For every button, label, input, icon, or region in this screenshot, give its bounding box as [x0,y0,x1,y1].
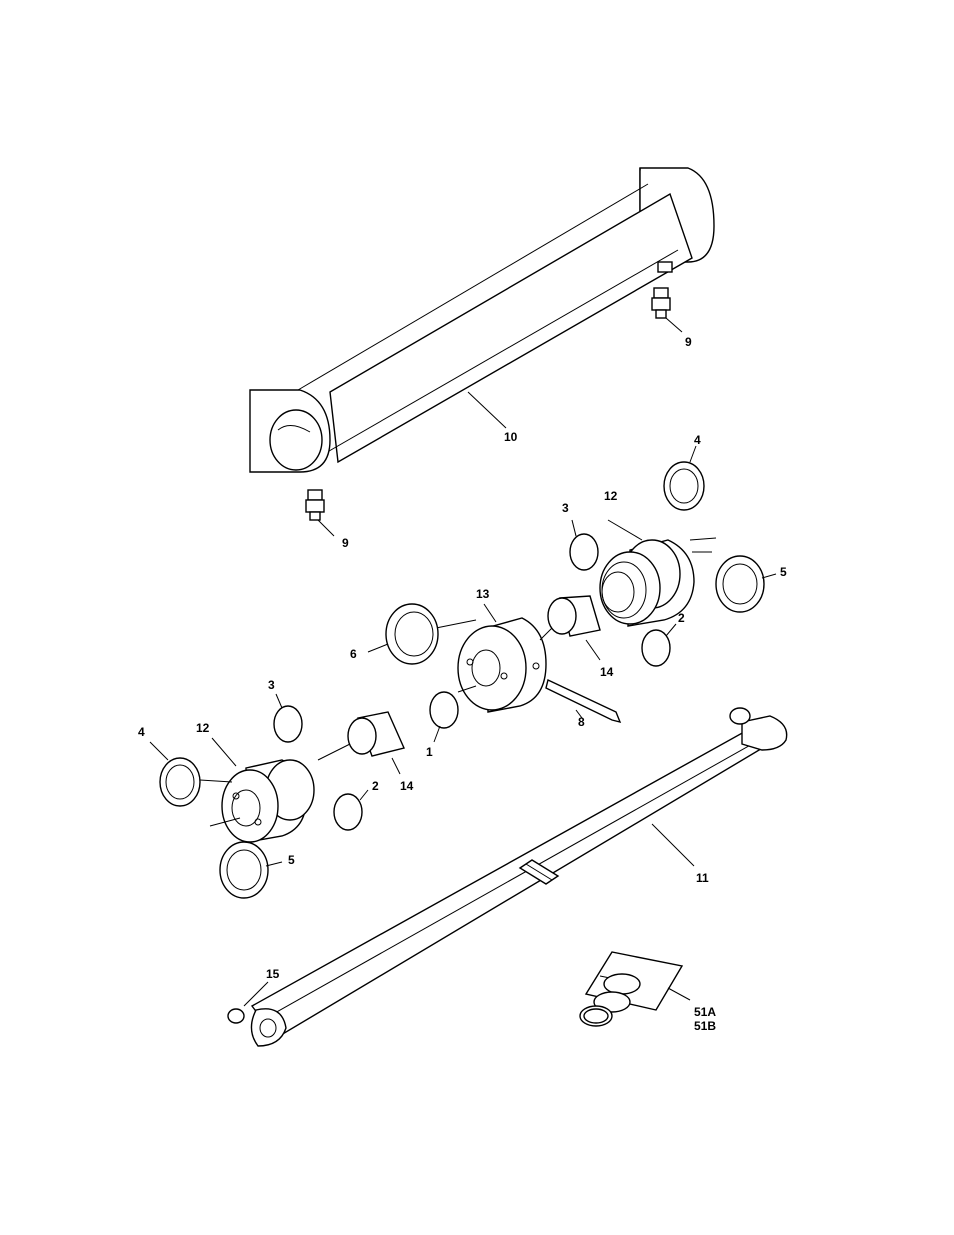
callout-8: 8 [578,715,585,729]
o-ring-left-3 [274,694,302,742]
callout-6: 6 [350,647,357,661]
callout-9-top: 9 [685,335,692,349]
callout-51a: 51A [694,1005,716,1019]
o-ring-left-2 [334,790,368,830]
wiper-seal-right [664,446,704,510]
callout-2-right: 2 [678,611,685,625]
callout-3-right: 3 [562,501,569,515]
callout-14-right: 14 [600,665,614,679]
callout-4-right: 4 [694,433,701,447]
callout-9-bottom: 9 [342,536,349,550]
wiper-seal-left [150,742,200,806]
o-ring-right-2 [642,624,676,666]
callout-11: 11 [696,871,709,885]
callout-13: 13 [476,587,490,601]
callout-51b: 51B [694,1019,716,1033]
grease-fitting-top [652,288,682,332]
seal-kit [580,952,690,1026]
callout-2-left: 2 [372,779,379,793]
callout-14-left: 14 [400,779,414,793]
callout-15: 15 [266,967,280,981]
o-ring-right-3 [570,520,598,570]
callout-1: 1 [426,745,433,759]
gland-right [600,520,716,626]
callout-10: 10 [504,430,518,444]
callout-3-left: 3 [268,678,275,692]
callout-5-left: 5 [288,853,295,867]
seal-right-5 [716,556,776,612]
callout-5-right: 5 [780,565,787,579]
spacer-left-14 [318,712,404,774]
callout-4-left: 4 [138,725,145,739]
spacer-right-14 [540,596,600,660]
cylinder-barrel [250,168,714,472]
gland-left [200,738,314,842]
grease-fitting-bottom [306,490,334,536]
piston-seal-6 [368,604,438,664]
seal-left-5 [220,842,282,898]
callout-12-left: 12 [196,721,210,735]
callout-12-right: 12 [604,489,618,503]
